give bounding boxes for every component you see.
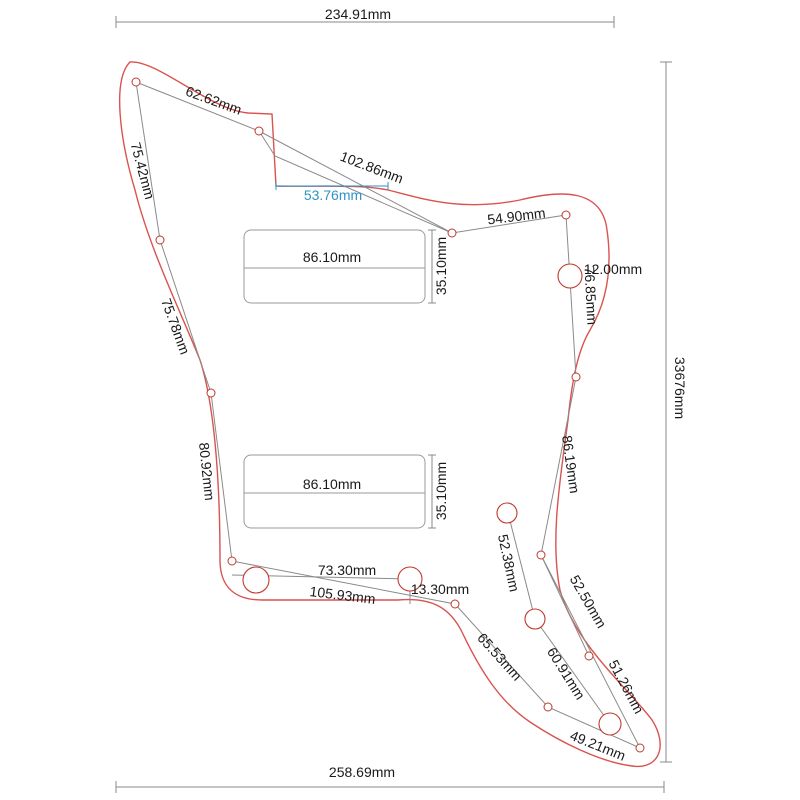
screw-holes <box>131 77 645 753</box>
edge-left-2-label: 75.78mm <box>158 296 193 356</box>
hole-diameter-label: 12.00mm <box>584 261 642 277</box>
bottom-dimension <box>115 781 665 793</box>
bottom-width-label: 258.69mm <box>329 764 395 780</box>
pickup-bottom-height-label: 35.10mm <box>433 462 449 520</box>
screw-hole <box>561 210 571 220</box>
right-dimension <box>660 61 672 763</box>
screw-hole <box>584 651 594 661</box>
pickup-cavity-bottom <box>243 454 436 529</box>
screw-hole <box>227 556 237 566</box>
jack-hole-upper <box>496 502 518 524</box>
control-hole-center <box>397 566 423 592</box>
screw-hole <box>450 599 460 609</box>
cutout-path <box>258 130 453 234</box>
pickguard-outline <box>118 61 661 768</box>
pickup-bottom-width-label: 86.10mm <box>303 476 361 492</box>
edge-left-3-label: 80.92mm <box>196 442 218 502</box>
pickup-top-height-label: 35.10mm <box>433 237 449 295</box>
control-hole-label: 13.30mm <box>411 581 469 597</box>
pickup-top-width-label: 86.10mm <box>303 249 361 265</box>
right-height-label: 33676mm <box>672 357 688 419</box>
control-span-label: 73.30mm <box>318 562 376 578</box>
screw-hole <box>254 126 264 136</box>
screw-hole <box>536 550 546 560</box>
screw-hole <box>571 372 581 382</box>
jack-hole-middle <box>524 608 546 630</box>
screw-hole <box>543 702 553 712</box>
control-hole-right <box>557 263 583 289</box>
top-dimension <box>115 16 615 28</box>
control-hole-left <box>242 566 270 594</box>
jack-hole-lower <box>598 712 622 736</box>
screw-hole <box>635 743 645 753</box>
screw-hole <box>447 228 457 238</box>
screw-hole <box>131 77 141 87</box>
screw-hole <box>155 235 165 245</box>
horn-outer-2-label: 51.26mm <box>606 657 648 716</box>
cutout-width-bar <box>275 182 389 190</box>
edge-top-1-label: 102.86mm <box>338 148 405 187</box>
edge-top-right-label: 54.90mm <box>486 205 546 228</box>
horn-inner-2-label: 60.91mm <box>544 644 588 702</box>
horn-outer-line <box>540 554 590 657</box>
edge-left-1-label: 75.42mm <box>128 140 159 201</box>
screw-hole <box>206 388 216 398</box>
top-width-label: 234.91mm <box>325 6 391 22</box>
horn-inner-1-label: 52.38mm <box>495 533 523 593</box>
edge-bottom-tip-label: 49.21mm <box>568 727 628 764</box>
edge-right-1-label: 76.85mm <box>581 266 600 325</box>
edge-bottom-2-label: 65.53mm <box>474 630 525 684</box>
cutout-width-label: 53.76mm <box>304 187 362 203</box>
pickup-cavity-top <box>243 229 436 304</box>
